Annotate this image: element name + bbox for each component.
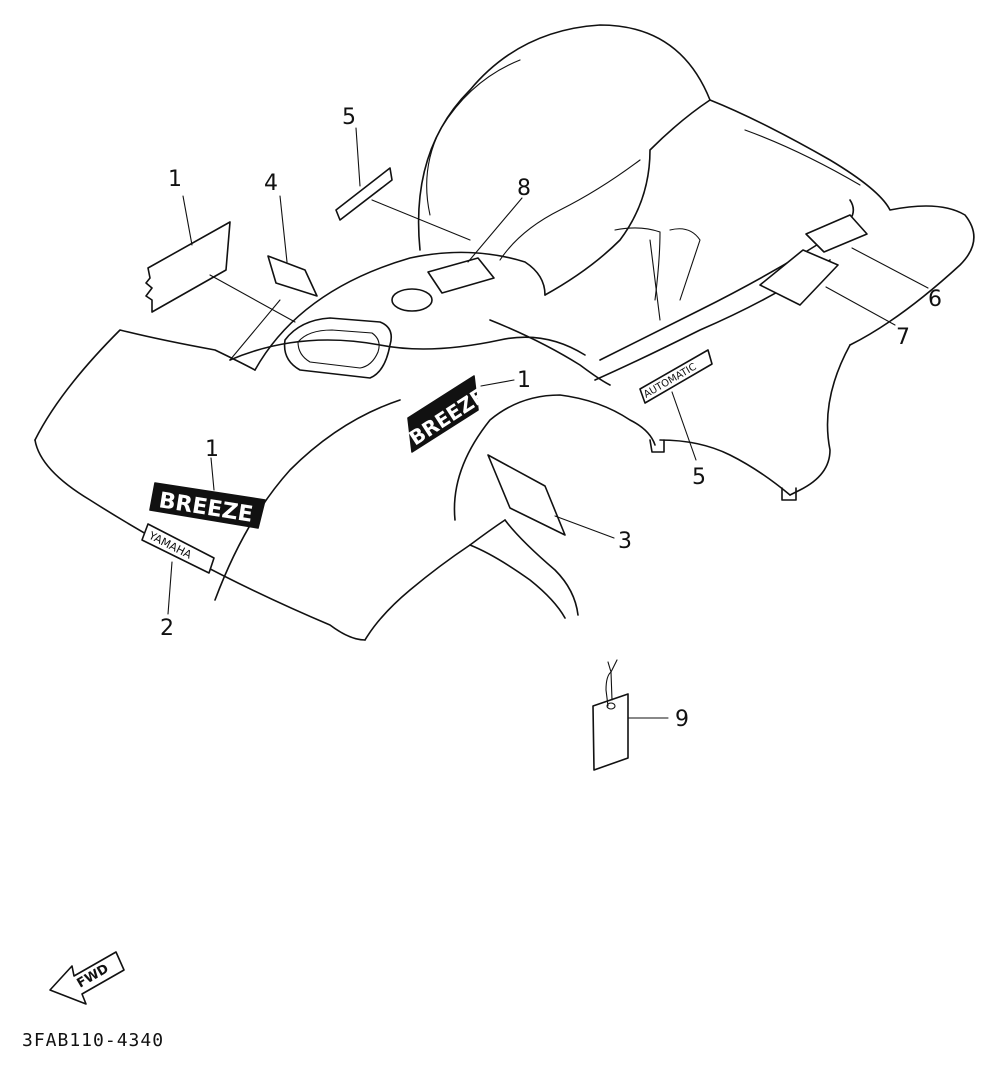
callouts: 1 4 5 8 6 7 1 5 1 2 3 9	[160, 105, 942, 732]
decal-yamaha: YAMAHA	[141, 523, 215, 574]
callout-5-lower: 5	[692, 465, 706, 490]
decal-7	[759, 249, 839, 306]
callout-5-upper: 5	[342, 105, 356, 130]
decal-5-strip	[335, 167, 393, 221]
decal-6	[805, 214, 868, 253]
decal-breeze-rear: BREEZE	[149, 482, 266, 529]
callout-1-upper: 1	[168, 167, 182, 192]
diagram-part-code: 3FAB110-4340	[22, 1030, 165, 1051]
callout-1-side: 1	[517, 368, 531, 393]
automatic-text: AUTOMATIC	[642, 362, 698, 401]
callout-8: 8	[517, 176, 531, 201]
callout-6: 6	[928, 287, 942, 312]
callout-7: 7	[896, 325, 910, 350]
callout-4: 4	[264, 171, 278, 196]
decal-8	[427, 257, 495, 294]
decal-3	[487, 454, 566, 536]
callout-9: 9	[675, 707, 689, 732]
callout-3: 3	[618, 529, 632, 554]
fwd-arrow: FWD	[49, 951, 125, 1005]
callout-2: 2	[160, 616, 174, 641]
decal-automatic: AUTOMATIC	[639, 349, 713, 404]
tag-9	[592, 659, 629, 771]
decal-breeze-side: BREEZE	[405, 375, 490, 453]
decal-4	[267, 255, 318, 297]
callout-1-rear: 1	[205, 437, 219, 462]
decal-1-upper	[145, 221, 231, 313]
decals: BREEZE BREEZE YAMAHA AUTOMATIC	[141, 167, 868, 771]
leader-lines	[167, 127, 929, 719]
